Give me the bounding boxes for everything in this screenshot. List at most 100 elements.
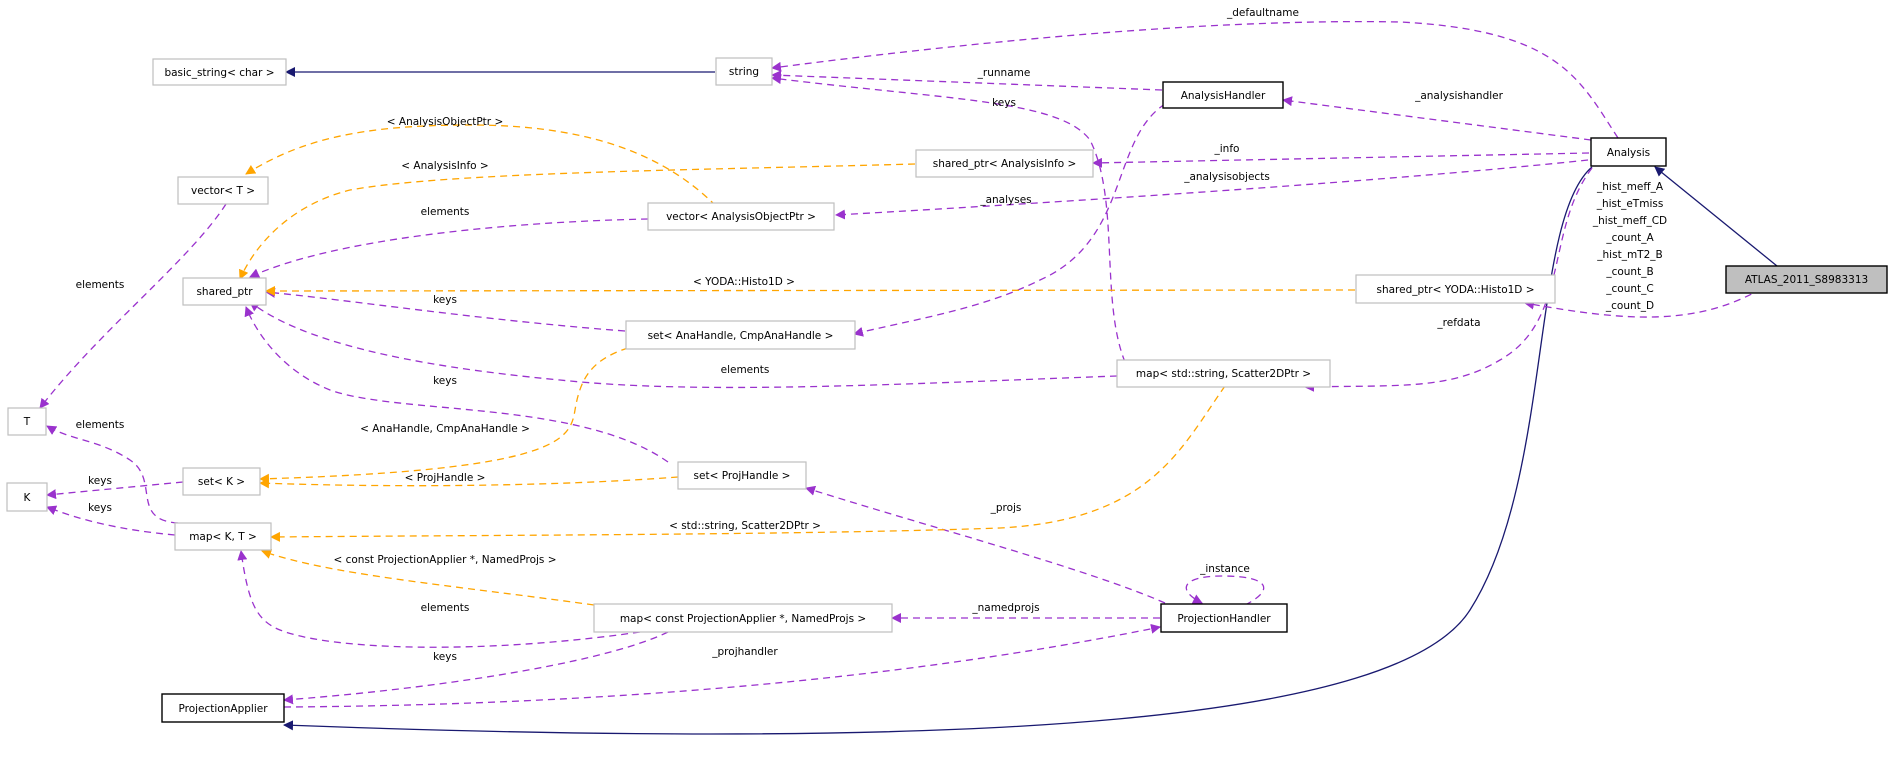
label-elements-vec: elements [421,206,470,218]
edge-setk-k-keys [46,481,184,500]
label-keys-setana: keys [433,294,457,306]
edge-mapconst-mapkt-elements [237,550,641,648]
label-analysisobjects: _analysisobjects [1183,171,1270,183]
label-projhandler: _projhandler [711,646,778,658]
node-label: basic_string< char > [164,67,274,79]
edge-sphisto-sharedptr-tmpl [265,285,1356,296]
edge-analysis-vectoraop [835,159,1589,220]
member-label: _hist_meff_A [1596,181,1664,193]
edge-vectoraop-vectort-tmpl [245,124,717,207]
edge-projhandler-self-instance [1185,575,1265,606]
node-map-string-scatter2dptr[interactable]: map< std::string, Scatter2DPtr > [1116,359,1331,388]
edge-mapscatter-mapkt-tmpl [270,385,1226,542]
label-elements-map: elements [721,364,770,376]
node-map-k-t[interactable]: map< K, T > [174,522,272,551]
edge-atlas-analysis [1654,166,1778,267]
member-label: _count_B [1605,266,1653,278]
label-tmpl-info: < AnalysisInfo > [401,160,488,172]
node-label: set< K > [198,476,245,488]
nodes: basic_string< char > string AnalysisHand… [6,57,1888,723]
node-sharedptr-histo1d[interactable]: shared_ptr< YODA::Histo1D > [1355,274,1556,304]
label-analysishandler: _analysishandler [1414,90,1504,102]
node-label: set< ProjHandle > [694,470,791,482]
node-projectionapplier[interactable]: ProjectionApplier [161,693,285,723]
node-string[interactable]: string [715,57,773,86]
label-tmpl-anahandle: < AnaHandle, CmpAnaHandle > [360,423,530,435]
node-projectionhandler[interactable]: ProjectionHandler [1160,603,1288,633]
node-set-anahandle[interactable]: set< AnaHandle, CmpAnaHandle > [625,320,856,350]
edge-atlas-sphisto [1524,281,1773,318]
node-label: shared_ptr< AnalysisInfo > [933,158,1077,170]
node-set-projhandle[interactable]: set< ProjHandle > [677,461,807,490]
label-namedprojs: _namedprojs [971,602,1039,614]
edge-mapconst-projapplier-keys [283,631,669,705]
label-analyses: _analyses [979,194,1031,206]
node-label: ProjectionApplier [178,703,268,715]
edge-setana-setk-tmpl [259,347,629,484]
edges [39,20,1778,735]
node-analysis[interactable]: Analysis [1590,137,1667,167]
edge-analysishandler-setana [853,103,1166,337]
node-map-const-projectionapplier[interactable]: map< const ProjectionApplier *, NamedPro… [593,603,893,633]
label-projs: _projs [990,502,1022,514]
node-label: shared_ptr [196,286,253,298]
node-label: vector< T > [191,185,255,197]
label-refdata: _refdata [1436,317,1480,329]
node-label: set< AnaHandle, CmpAnaHandle > [648,330,834,342]
edge-labels: _defaultname _runname _analysishandler k… [76,7,1504,663]
label-tmpl-histo: < YODA::Histo1D > [693,276,795,288]
node-atlas-2011-s8983313[interactable]: ATLAS_2011_S8983313 [1725,265,1888,294]
node-vector-t[interactable]: vector< T > [177,176,269,205]
label-tmpl-projhandle: < ProjHandle > [405,472,486,484]
node-label: AnalysisHandler [1181,90,1266,102]
node-vector-analysisobjectptr[interactable]: vector< AnalysisObjectPtr > [647,202,835,231]
node-sharedptr-analysisinfo[interactable]: shared_ptr< AnalysisInfo > [915,149,1094,178]
member-variable-list: _hist_meff_A _hist_eTmiss _hist_meff_CD … [1592,181,1667,312]
edge-analysis-string-defaultname [771,20,1619,139]
member-label: _hist_eTmiss [1596,198,1664,210]
edge-analysis-mapscatter-refdata [1304,167,1593,392]
node-k[interactable]: K [6,482,48,512]
edge-setproj-setk-tmpl [259,476,679,489]
edge-analysis-projapplier [283,166,1593,735]
node-label: T [23,416,31,428]
node-set-k[interactable]: set< K > [182,467,261,496]
node-label: ProjectionHandler [1177,613,1271,625]
edge-setana-sharedptr-keys [265,287,626,332]
edge-mapscatter-string-keys [771,74,1126,363]
node-label: map< const ProjectionApplier *, NamedPro… [620,613,866,625]
member-label: _count_A [1605,232,1654,244]
node-t[interactable]: T [7,407,47,436]
label-elements-mapkt: elements [76,419,125,431]
edge-projapplier-projhandler [283,623,1161,708]
edge-mapconst-mapkt-tmpl [261,549,595,606]
member-label: _count_C [1605,283,1653,295]
label-instance: _instance [1199,563,1250,575]
node-label: string [729,66,759,78]
edge-analysis-analysishandler [1282,96,1592,141]
node-analysishandler[interactable]: AnalysisHandler [1162,81,1284,109]
label-elements-const: elements [421,602,470,614]
member-label: _count_D [1605,300,1654,312]
node-label: ATLAS_2011_S8983313 [1745,274,1868,286]
edge-mapkt-t-elements [46,425,179,524]
node-shared-ptr[interactable]: shared_ptr [182,277,267,306]
label-tmpl-namedprojs: < const ProjectionApplier *, NamedProjs … [333,554,556,566]
member-label: _hist_meff_CD [1592,215,1667,227]
node-label: K [24,492,32,504]
node-label: vector< AnalysisObjectPtr > [666,211,816,223]
label-tmpl-aop: < AnalysisObjectPtr > [387,116,504,128]
label-keys-setproj: keys [433,375,457,387]
node-label: map< K, T > [189,531,257,543]
node-basic-string[interactable]: basic_string< char > [152,58,287,86]
node-label: shared_ptr< YODA::Histo1D > [1376,284,1534,296]
label-keys-string: keys [992,97,1016,109]
edge-analysis-spinfo-info [1092,152,1590,168]
edge-mapkt-k-keys [46,505,176,536]
label-defaultname: _defaultname [1226,7,1299,19]
label-elements-t: elements [76,279,125,291]
edge-vectort-t-elements [39,203,227,409]
label-tmpl-scatter: < std::string, Scatter2DPtr > [669,520,821,532]
edge-vectoraop-sharedptr-elements [249,218,649,278]
